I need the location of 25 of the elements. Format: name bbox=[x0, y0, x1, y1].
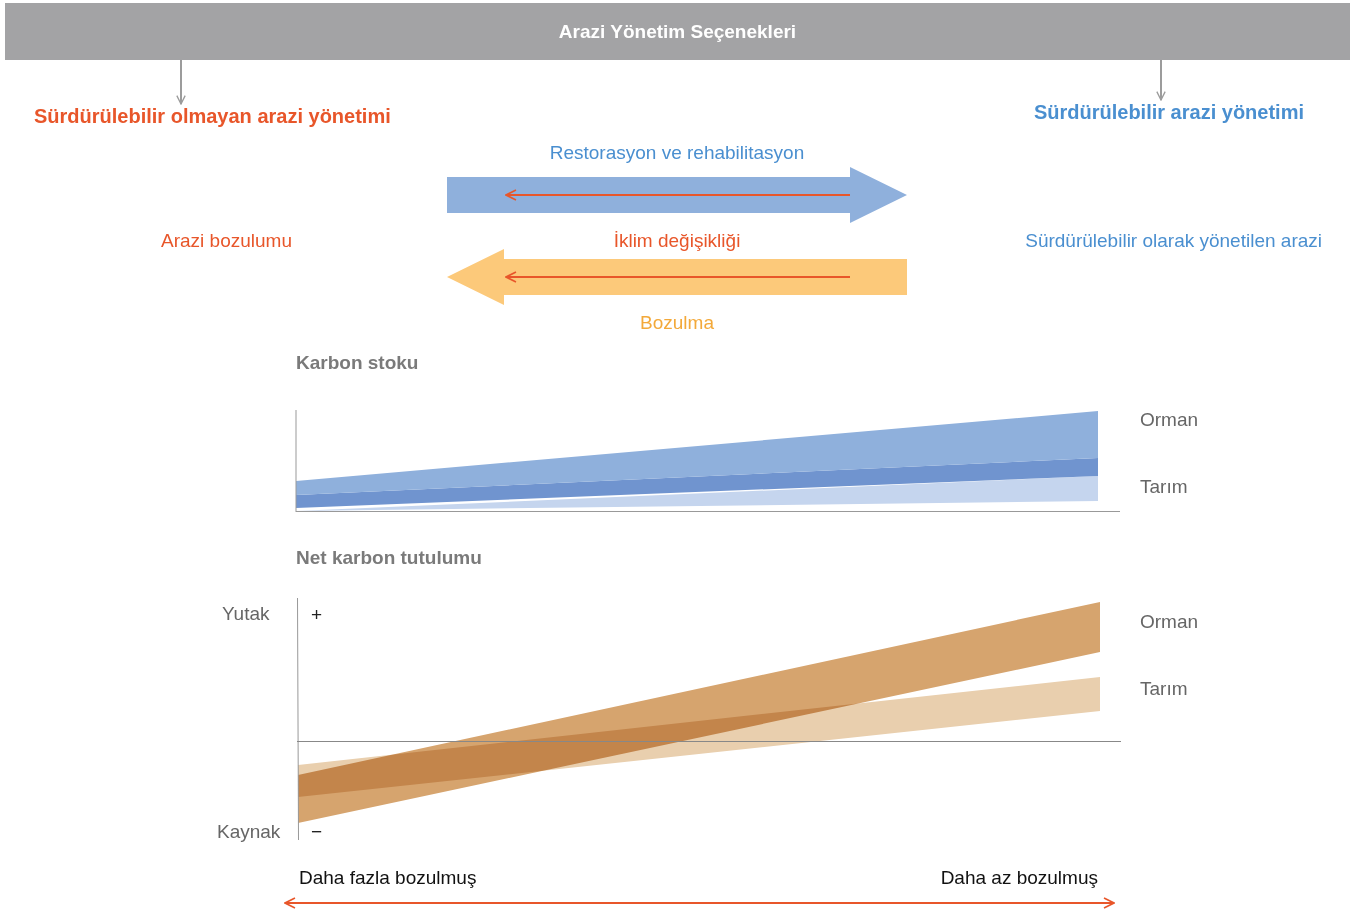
axis-label: Daha fazla bozulmuş bbox=[299, 866, 477, 890]
series-label: Orman bbox=[1140, 610, 1199, 634]
axis-label: Kaynak bbox=[217, 820, 281, 844]
arrow bbox=[1156, 59, 1166, 101]
state-label: Sürdürülebilir olarak yönetilen arazi bbox=[1025, 229, 1322, 253]
block-arrow bbox=[447, 167, 907, 223]
arrow bbox=[176, 59, 186, 105]
header-title: Arazi Yönetim Seçenekleri bbox=[558, 20, 797, 43]
series-label: Orman bbox=[1140, 408, 1199, 432]
chart-title: Karbon stoku bbox=[296, 351, 419, 375]
heading: Sürdürülebilir olmayan arazi yönetimi bbox=[34, 104, 391, 128]
axis-label: Yutak bbox=[222, 602, 270, 626]
heading: Sürdürülebilir arazi yönetimi bbox=[1033, 100, 1304, 124]
chart-title: Net karbon tutulumu bbox=[296, 546, 482, 570]
sign-label: + bbox=[311, 603, 323, 627]
header-bar bbox=[5, 3, 1350, 60]
edge-label: Bozulma bbox=[640, 311, 714, 335]
sign-label: − bbox=[311, 820, 323, 844]
block-arrow bbox=[447, 249, 907, 305]
axis-label: Daha az bozulmuş bbox=[940, 866, 1098, 890]
series-label: Tarım bbox=[1140, 475, 1188, 499]
state-label: Arazi bozulumu bbox=[161, 229, 292, 253]
edge-label: Restorasyon ve rehabilitasyon bbox=[549, 141, 805, 165]
series-label: Tarım bbox=[1140, 677, 1188, 701]
driver-label: İklim değişikliği bbox=[613, 229, 741, 253]
